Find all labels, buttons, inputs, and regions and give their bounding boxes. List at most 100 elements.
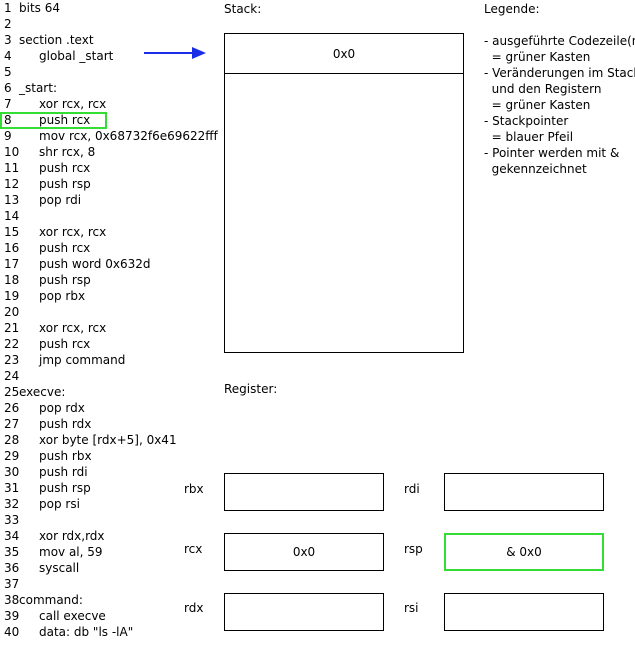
- code-line-number: 31: [4, 481, 20, 495]
- code-line-number: 35: [4, 545, 20, 559]
- legend-line: gekennzeichnet: [484, 162, 587, 176]
- register-label-rbx: rbx: [184, 482, 204, 496]
- stack-cell-value: 0x0: [332, 46, 356, 61]
- code-line: 17 push word 0x632d: [4, 256, 150, 272]
- code-line-text: shr rcx, 8: [39, 145, 96, 159]
- code-line-text: push rcx: [39, 113, 91, 127]
- code-line-text: _start:: [19, 81, 57, 95]
- code-line-number: 2: [4, 17, 12, 31]
- code-line-text: pop rbx: [39, 289, 86, 303]
- register-label-rsi: rsi: [404, 601, 419, 615]
- register-label-rsp: rsp: [404, 542, 423, 556]
- code-line-number: 23: [4, 353, 20, 367]
- code-line: 24: [4, 368, 19, 384]
- register-value-rsp: & 0x0: [506, 545, 542, 559]
- code-line-number: 30: [4, 465, 20, 479]
- code-line-number: 18: [4, 273, 20, 287]
- code-line-text: push word 0x632d: [39, 257, 151, 271]
- code-line-text: mov rcx, 0x68732f6e69622fff: [39, 129, 218, 143]
- stack-title: Stack:: [224, 2, 262, 16]
- code-line: 37: [4, 576, 19, 592]
- code-line-number: 37: [4, 577, 20, 591]
- code-line-text: bits 64: [19, 1, 60, 15]
- code-line-text: xor rcx, rcx: [39, 321, 107, 335]
- code-line: 14: [4, 208, 19, 224]
- register-box-rcx: 0x0: [224, 533, 384, 571]
- code-line-text: command:: [19, 593, 83, 607]
- code-line-number: 40: [4, 625, 20, 639]
- code-line-number: 38: [4, 593, 20, 607]
- code-line-number: 25: [4, 385, 20, 399]
- code-line-text: xor rcx, rcx: [39, 225, 107, 239]
- code-line-text: pop rdi: [39, 193, 82, 207]
- code-line-text: syscall: [39, 561, 80, 575]
- register-box-rdi: [444, 473, 604, 511]
- legend-line: - Veränderungen im Stack: [484, 66, 635, 80]
- legend-line: und den Registern: [484, 82, 602, 96]
- register-box-rdx: [224, 593, 384, 631]
- code-line: 28 xor byte [rdx+5], 0x41: [4, 432, 177, 448]
- legend-title: Legende:: [484, 2, 540, 16]
- code-line-number: 6: [4, 81, 12, 95]
- register-label-rcx: rcx: [184, 542, 203, 556]
- legend-line: = grüner Kasten: [484, 50, 591, 64]
- code-line-text: push rsp: [39, 273, 91, 287]
- code-line-text: xor byte [rdx+5], 0x41: [39, 433, 177, 447]
- code-line: 33: [4, 512, 19, 528]
- code-line-text: jmp command: [39, 353, 126, 367]
- code-line-text: global _start: [39, 49, 114, 63]
- code-line-number: 17: [4, 257, 20, 271]
- code-line-text: push rcx: [39, 161, 91, 175]
- code-line: 18 push rsp: [4, 272, 91, 288]
- code-line-text: push rbx: [39, 449, 92, 463]
- register-box-rbx: [224, 473, 384, 511]
- code-line-number: 16: [4, 241, 20, 255]
- code-line-number: 12: [4, 177, 20, 191]
- code-line: 23 jmp command: [4, 352, 125, 368]
- code-line-number: 22: [4, 337, 20, 351]
- legend-line: = grüner Kasten: [484, 98, 591, 112]
- code-line-text: push rdi: [39, 465, 88, 479]
- code-line: 15 xor rcx, rcx: [4, 224, 106, 240]
- code-line-number: 26: [4, 401, 20, 415]
- legend-line: - Stackpointer: [484, 114, 569, 128]
- code-line-number: 1: [4, 1, 12, 15]
- code-line-text: push rsp: [39, 177, 91, 191]
- code-line: 34 xor rdx,rdx: [4, 528, 105, 544]
- register-label-rdx: rdx: [184, 601, 204, 615]
- code-line-text: xor rcx, rcx: [39, 97, 107, 111]
- code-line-number: 15: [4, 225, 20, 239]
- code-line: 12 push rsp: [4, 176, 91, 192]
- executed-line-highlight: [0, 112, 107, 129]
- code-line-number: 39: [4, 609, 20, 623]
- register-box-rsp: & 0x0: [444, 533, 604, 571]
- register-label-rdi: rdi: [404, 482, 420, 496]
- code-line-number: 28: [4, 433, 20, 447]
- register-value-rcx: 0x0: [292, 545, 316, 559]
- stack-box: 0x0: [224, 33, 464, 353]
- code-line-text: xor rdx,rdx: [39, 529, 105, 543]
- code-line-text: push rdx: [39, 417, 92, 431]
- code-line-number: 21: [4, 321, 20, 335]
- legend-line: - ausgeführte Codezeile(n): [484, 34, 635, 48]
- code-line-number: 34: [4, 529, 20, 543]
- code-line: 30 push rdi: [4, 464, 88, 480]
- register-title: Register:: [224, 382, 278, 396]
- code-line: 2: [4, 16, 12, 32]
- code-line-number: 24: [4, 369, 20, 383]
